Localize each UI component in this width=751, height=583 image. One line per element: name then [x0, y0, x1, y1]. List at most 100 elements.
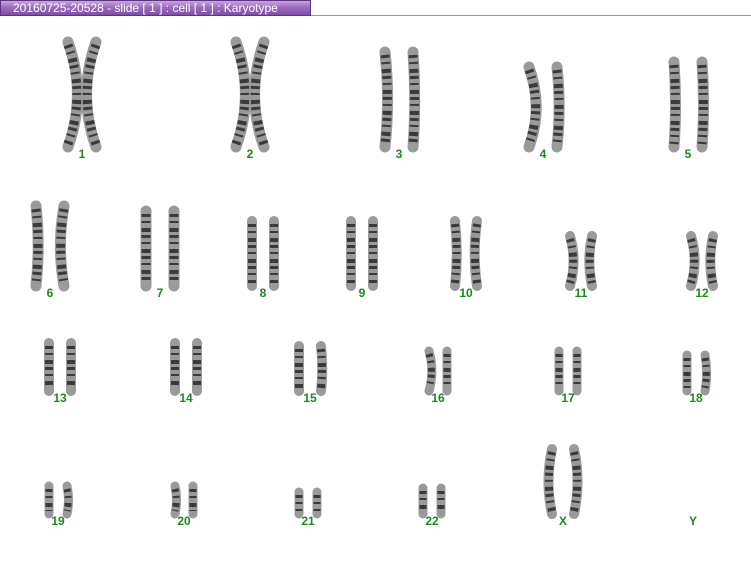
chromosome-label-15: 15 [303, 391, 317, 405]
chromosome-pair-10[interactable] [411, 142, 521, 291]
chromosome-label-7: 7 [156, 286, 164, 300]
chromosome-label-19: 19 [51, 514, 65, 528]
chromosome-pair-19[interactable] [3, 370, 113, 519]
right-chromosome-bands [697, 64, 708, 145]
chromosome-label-20: 20 [177, 514, 191, 528]
chromosome-label-5: 5 [684, 147, 692, 161]
chromosome-label-4: 4 [539, 147, 547, 161]
left-chromatid [668, 56, 682, 153]
chromosome-pair-21[interactable] [253, 370, 363, 519]
right-chromatid [696, 56, 710, 153]
right-chromosome-bands [250, 43, 269, 146]
right-chromatid [62, 481, 74, 519]
right-chromosome-bands [552, 69, 564, 145]
chromosome-pair-16[interactable] [383, 247, 493, 396]
left-chromosome-bands [380, 54, 392, 145]
chromosome-pair-6[interactable] [0, 142, 105, 292]
chromosome-label-8: 8 [259, 286, 267, 300]
chromosome-label-3: 3 [395, 147, 403, 161]
left-chromosome-bands [31, 208, 43, 284]
chromosome-label-22: 22 [425, 514, 439, 528]
chromosome-pair-graphic [424, 346, 452, 396]
chromosome-pair-graphic [418, 483, 446, 519]
chromosome-label-18: 18 [689, 391, 703, 405]
chromosome-label-14: 14 [179, 391, 193, 405]
chromosome-pair-graphic [450, 216, 482, 291]
chromosome-label-10: 10 [459, 286, 473, 300]
right-chromosome-bands [317, 348, 327, 389]
chromosome-label-Y: Y [688, 514, 697, 528]
chromosome-pair-graphic [170, 338, 202, 396]
chromosome-pair-7[interactable] [105, 142, 215, 292]
chromosome-pair-graphic [379, 46, 421, 153]
left-chromosome-bands [231, 43, 250, 146]
chromosome-pair-2[interactable] [195, 3, 305, 153]
chromosome-pair-graphic [43, 338, 76, 396]
chromosome-pair-graphic [686, 231, 718, 291]
chromosome-pair-9[interactable] [307, 142, 417, 291]
chromosome-pair-graphic [543, 444, 583, 519]
chromosome-pair-X[interactable] [508, 370, 618, 519]
chromosome-pair-22[interactable] [377, 370, 487, 519]
chromosome-label-2: 2 [246, 147, 254, 161]
left-chromosome-bands [669, 64, 680, 145]
chromosome-pair-Y[interactable] [638, 370, 748, 510]
chromosome-label-11: 11 [574, 286, 588, 300]
left-chromosome-bands [171, 488, 180, 512]
chromosome-label-21: 21 [301, 514, 315, 528]
left-chromosome-bands [63, 43, 82, 146]
chromosome-pair-graphic [44, 481, 74, 519]
right-chromosome-bands [408, 54, 420, 145]
chromosome-label-X: X [558, 514, 567, 528]
chromosome-label-6: 6 [46, 286, 54, 300]
chromosome-pair-graphic [62, 36, 102, 153]
chromosome-pair-graphic [668, 56, 710, 153]
left-chromosome-bands [544, 451, 556, 512]
left-chromosome-bands [425, 353, 435, 389]
chromosome-pair-graphic [565, 231, 597, 291]
chromosome-pair-3[interactable] [344, 3, 454, 153]
right-chromosome-bands [82, 43, 101, 146]
chromosome-pair-graphic [140, 205, 180, 292]
chromosome-pair-20[interactable] [129, 370, 239, 519]
chromosome-pair-graphic [523, 61, 565, 153]
right-chromosome-bands [701, 357, 710, 389]
chromosome-label-12: 12 [695, 286, 709, 300]
chromosome-pair-graphic [294, 341, 328, 396]
right-chromosome-bands [706, 238, 717, 284]
chromosome-pair-5[interactable] [633, 3, 743, 153]
chromosome-pair-11[interactable] [526, 142, 636, 291]
chromosome-pair-18[interactable] [641, 247, 751, 396]
right-chromosome-bands [585, 238, 596, 284]
chromosome-pair-8[interactable] [208, 142, 318, 291]
chromosome-pair-graphic [682, 350, 712, 396]
chromosome-pair-1[interactable] [27, 3, 137, 153]
chromosome-pair-13[interactable] [5, 247, 115, 396]
chromosome-pair-graphic [30, 200, 70, 292]
chromosome-label-13: 13 [53, 391, 67, 405]
left-chromatid [170, 481, 182, 519]
right-chromosome-bands [63, 488, 72, 512]
chromosome-label-16: 16 [431, 391, 445, 405]
chromosome-pair-17[interactable] [513, 247, 623, 396]
left-chromosome-bands [451, 223, 461, 284]
window-title: 20160725-20528 - slide [ 1 ] : cell [ 1 … [0, 0, 311, 16]
chromosome-label-17: 17 [561, 391, 575, 405]
chromosome-pair-graphic [170, 481, 198, 519]
chromosome-label-9: 9 [358, 286, 366, 300]
right-chromosome-bands [56, 208, 69, 284]
right-chromosome-bands [470, 223, 481, 284]
chromosome-pair-15[interactable] [255, 247, 365, 396]
title-divider [311, 15, 751, 16]
chromosome-pair-graphic [247, 216, 279, 291]
left-chromosome-bands [566, 237, 578, 285]
left-chromosome-bands [687, 237, 699, 285]
left-chromosome-bands [524, 68, 541, 146]
chromosome-pair-graphic [294, 487, 322, 519]
chromosome-pair-12[interactable] [647, 142, 751, 291]
chromosome-label-1: 1 [78, 147, 86, 161]
chromosome-pair-graphic [554, 346, 582, 396]
chromosome-pair-14[interactable] [131, 247, 241, 396]
chromosome-pair-4[interactable] [488, 3, 598, 153]
chromosome-pair-graphic [230, 36, 270, 153]
